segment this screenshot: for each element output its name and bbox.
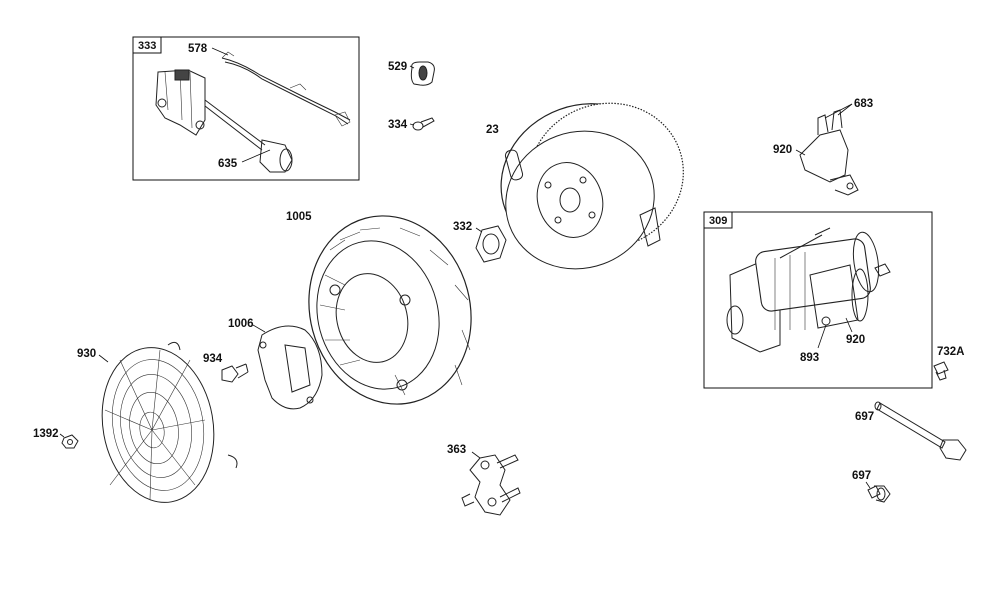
svg-text:920: 920 — [846, 334, 865, 346]
svg-text:1006: 1006 — [228, 318, 254, 330]
svg-text:697: 697 — [855, 411, 874, 423]
callout-930: 930 — [77, 348, 109, 363]
svg-text:334: 334 — [388, 119, 408, 131]
box-333: 333 — [132, 36, 360, 181]
svg-text:683: 683 — [854, 98, 873, 110]
callout-1005: 1005 — [286, 211, 312, 223]
rotating-screen-part — [101, 341, 238, 503]
svg-text:529: 529 — [388, 61, 407, 73]
ground-wire-part — [221, 51, 351, 127]
ignition-coil-part — [155, 69, 293, 173]
screw-934-part — [221, 363, 249, 383]
callout-1006: 1006 — [228, 318, 266, 333]
grommet-part — [410, 61, 435, 86]
svg-text:363: 363 — [447, 444, 466, 456]
svg-text:920: 920 — [773, 144, 792, 156]
flywheel-part — [500, 102, 684, 270]
callout-334: 334 — [388, 119, 415, 131]
box-label-309: 309 — [709, 215, 727, 227]
blower-fan-part — [308, 215, 472, 405]
callout-732a: 732A — [937, 346, 965, 358]
callout-332: 332 — [453, 221, 483, 233]
callout-683: 683 — [824, 98, 873, 119]
callout-578: 578 — [188, 43, 229, 56]
box-309: 309 — [703, 211, 933, 389]
callout-697-bolt: 697 — [855, 411, 874, 423]
callout-1392: 1392 — [33, 428, 65, 440]
electric-starter-part — [726, 227, 891, 353]
spark-connector-part — [799, 109, 859, 196]
svg-text:930: 930 — [77, 348, 96, 360]
callout-23: 23 — [486, 124, 499, 136]
fan-retainer-part — [461, 454, 521, 516]
flywheel-nut-part — [475, 225, 507, 263]
callout-920-starter: 920 — [845, 317, 865, 346]
screw-334-part — [412, 117, 435, 131]
callout-529: 529 — [388, 61, 415, 73]
svg-text:1005: 1005 — [286, 211, 312, 223]
svg-text:893: 893 — [800, 352, 819, 364]
svg-text:697: 697 — [852, 470, 871, 482]
callout-920-top: 920 — [773, 144, 806, 156]
callout-893: 893 — [800, 324, 827, 364]
svg-text:934: 934 — [203, 353, 223, 365]
box-label-333: 333 — [138, 40, 156, 52]
svg-text:1392: 1392 — [33, 428, 59, 440]
svg-text:732A: 732A — [937, 346, 965, 358]
svg-text:578: 578 — [188, 43, 208, 55]
svg-text:635: 635 — [218, 158, 238, 170]
fitting-732a-part — [933, 361, 949, 381]
screen-retainer-part — [257, 325, 323, 410]
callout-934: 934 — [203, 353, 223, 365]
svg-text:23: 23 — [486, 124, 499, 136]
callout-363: 363 — [447, 444, 481, 459]
svg-text:332: 332 — [453, 221, 472, 233]
callout-635: 635 — [218, 149, 271, 170]
callout-697-screw: 697 — [852, 470, 871, 489]
short-screw-part — [867, 485, 891, 503]
long-bolt-part — [874, 401, 967, 461]
nut-1392-part — [61, 434, 79, 449]
